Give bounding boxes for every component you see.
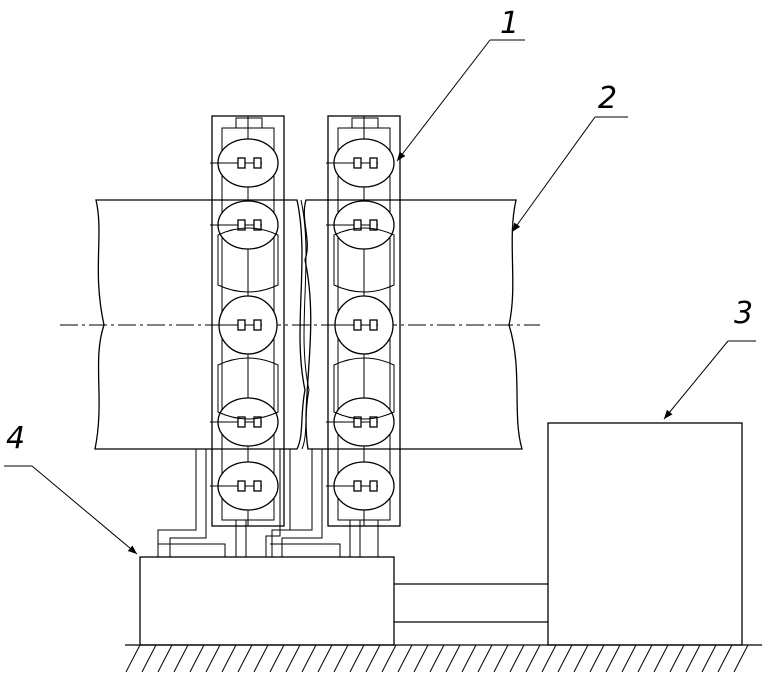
- vibrator-column-right: [326, 115, 401, 527]
- ground: [125, 644, 762, 673]
- connecting-lines: [394, 583, 548, 623]
- callout-1: 1: [500, 6, 519, 41]
- callout-4: 4: [6, 421, 25, 456]
- ground-hatching: [125, 644, 749, 673]
- base-unit: [139, 556, 395, 646]
- cable-bundle: [157, 449, 379, 557]
- callout-3: 3: [734, 296, 753, 331]
- leader-lines: [4, 39, 756, 555]
- callout-2: 2: [598, 81, 617, 116]
- pipe-break-line: [300, 199, 310, 450]
- conveyor-pipe: [60, 199, 540, 450]
- vibrator-column-left: [210, 115, 285, 527]
- control-unit: [547, 422, 743, 646]
